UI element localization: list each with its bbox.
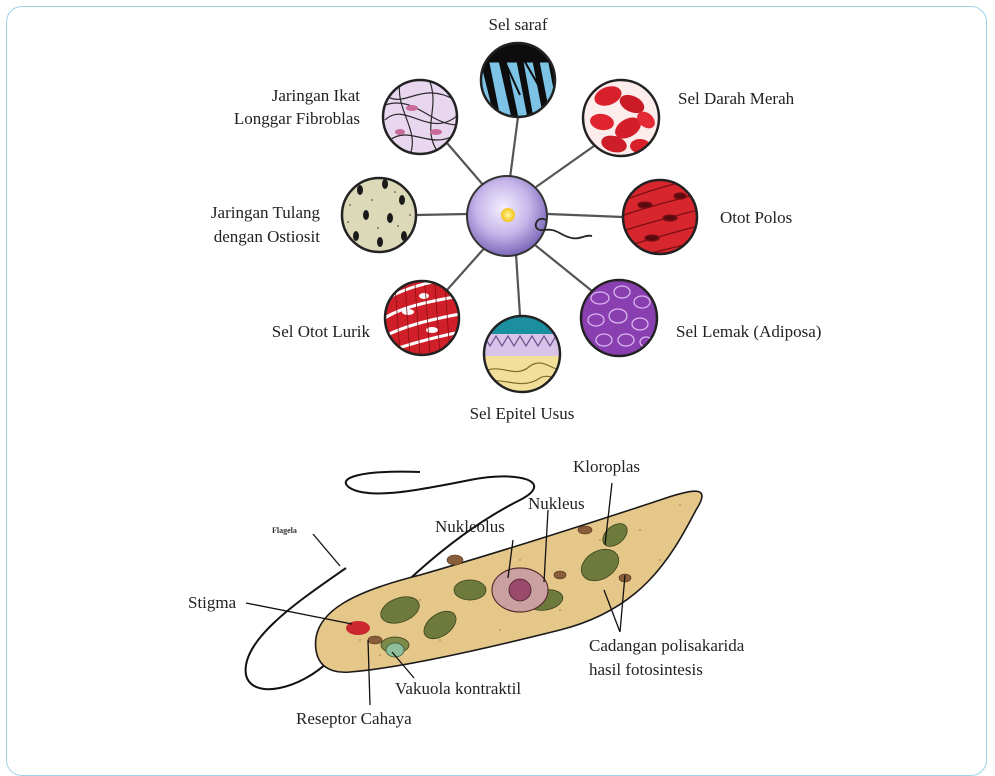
label-connective-line2: Longgar Fibroblas: [200, 108, 360, 129]
stem-cell-nucleus: [501, 208, 515, 222]
label-flagella: Flagela: [272, 526, 297, 536]
nerve-cell-circle: [470, 42, 562, 118]
label-red-blood-cell: Sel Darah Merah: [678, 88, 794, 109]
label-reserve-line2: hasil fotosintesis: [589, 659, 703, 680]
label-contractile-vacuole: Vakuola kontraktil: [395, 678, 521, 699]
label-chloroplast: Kloroplas: [573, 456, 640, 477]
label-fat-cell: Sel Lemak (Adiposa): [676, 321, 821, 342]
label-smooth-muscle: Otot Polos: [720, 207, 792, 228]
label-connective-line1: Jaringan Ikat: [200, 85, 360, 106]
label-epithelial-cell: Sel Epitel Usus: [460, 403, 584, 424]
nucleolus: [509, 579, 531, 601]
label-photoreceptor: Reseptor Cahaya: [296, 708, 412, 729]
connective-tissue-circle: [383, 80, 458, 155]
red-blood-cell-circle: [583, 80, 659, 156]
label-reserve-line1: Cadangan polisakarida: [589, 635, 744, 656]
label-nucleolus: Nukleolus: [435, 516, 505, 537]
fat-cell-circle: [581, 280, 657, 356]
label-nerve-cell: Sel saraf: [478, 14, 558, 35]
smooth-muscle-circle: [623, 178, 698, 258]
epithelial-cell-circle: [480, 314, 566, 392]
bone-tissue-circle: [342, 178, 416, 252]
label-bone-line2: dengan Ostiosit: [170, 226, 320, 247]
label-striated-muscle: Sel Otot Lurik: [220, 321, 370, 342]
label-stigma: Stigma: [188, 592, 236, 613]
label-bone-line1: Jaringan Tulang: [170, 202, 320, 223]
label-nucleus: Nukleus: [528, 493, 585, 514]
euglena: [246, 472, 702, 689]
